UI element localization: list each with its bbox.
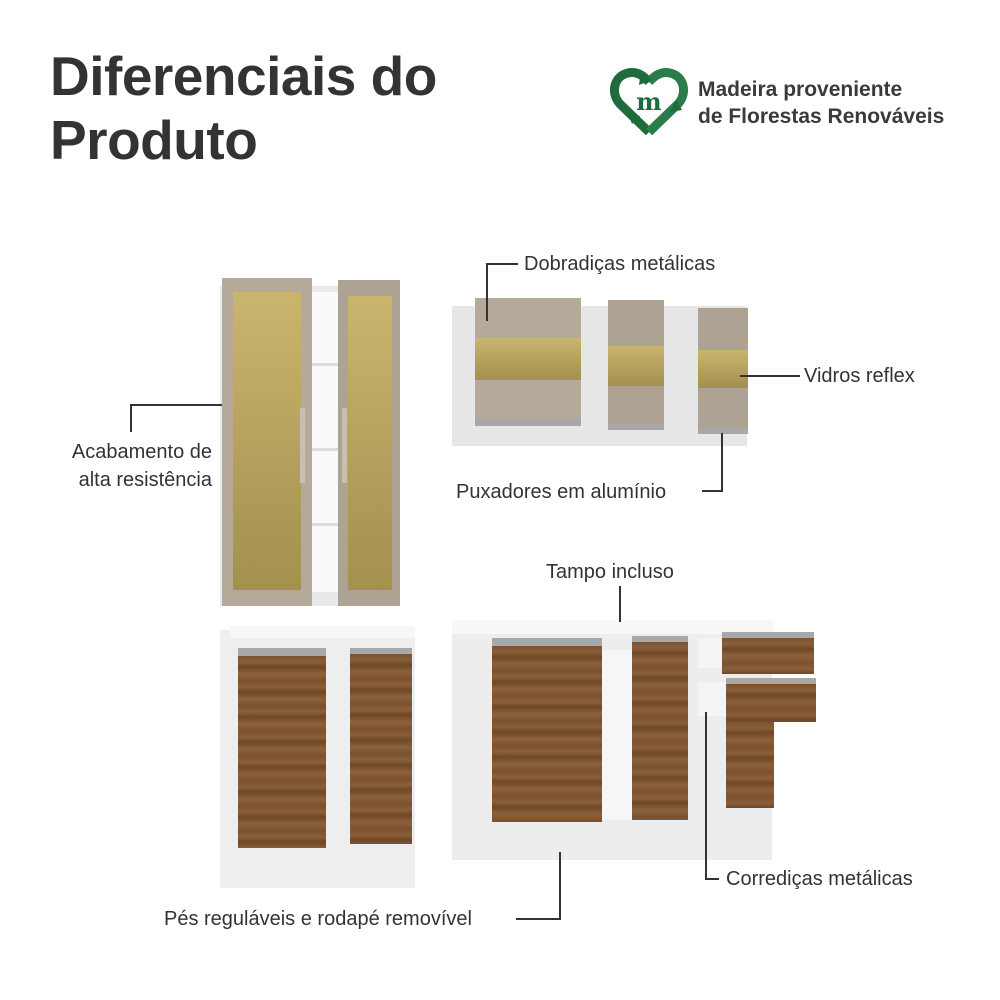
callout-line-vidros <box>740 375 800 377</box>
page-title: Diferenciais do Produto <box>50 44 437 172</box>
label-acabamento: Acabamento de alta resistência <box>40 438 212 494</box>
wall-glass-cabinet <box>450 296 750 448</box>
title-line-2: Produto <box>50 109 258 171</box>
callout-line-pes <box>516 918 561 920</box>
callout-line-acabamento <box>130 404 222 406</box>
callout-line-puxadores <box>702 490 723 492</box>
callout-line-corredicas <box>705 878 719 880</box>
label-dobradicas: Dobradiças metálicas <box>524 253 716 275</box>
label-corredicas: Corrediças metálicas <box>726 868 913 890</box>
badge-line-2: de Florestas Renováveis <box>698 105 945 128</box>
callout-line-dobradicas <box>486 263 518 265</box>
label-acabamento-line-1: Acabamento de <box>71 441 212 463</box>
label-pes: Pés reguláveis e rodapé removível <box>164 908 472 930</box>
callout-line-corredicas-v <box>705 712 707 880</box>
recycle-heart-m-icon: m <box>608 66 690 138</box>
callout-line-acabamento-v <box>130 404 132 432</box>
callout-line-tampo <box>619 586 621 622</box>
label-puxadores: Puxadores em alumínio <box>456 481 667 503</box>
tall-glass-cabinet <box>220 278 400 608</box>
label-tampo: Tampo incluso <box>546 561 674 583</box>
label-vidros: Vidros reflex <box>804 365 915 387</box>
callout-line-puxadores-v <box>721 433 723 491</box>
small-base-cabinet <box>220 626 415 888</box>
title-line-1: Diferenciais do <box>50 45 437 107</box>
callout-line-pes-v <box>559 852 561 920</box>
svg-text:m: m <box>636 87 661 116</box>
sustainability-badge: Madeira proveniente de Florestas Renováv… <box>698 76 944 130</box>
large-base-cabinet <box>452 620 817 860</box>
label-acabamento-line-2: alta resistência <box>78 469 212 491</box>
badge-line-1: Madeira proveniente <box>698 78 903 101</box>
callout-line-dobradicas-v <box>486 263 488 321</box>
